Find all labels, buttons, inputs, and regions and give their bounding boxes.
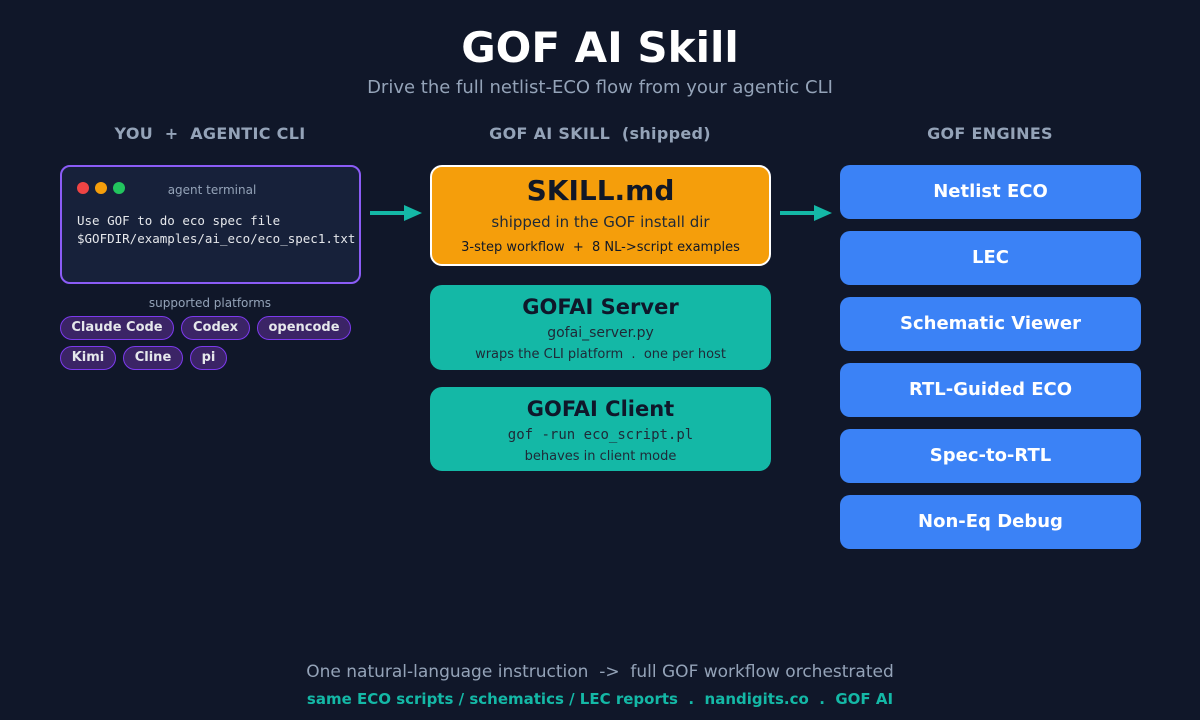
platform-pill-codex: Codex <box>181 316 250 340</box>
client-title: GOFAI Client <box>526 397 675 421</box>
page-subtitle: Drive the full netlist-ECO flow from you… <box>367 77 833 98</box>
gofai-client-box: GOFAI Client gof -run eco_script.pl beha… <box>430 387 771 471</box>
platforms-label: supported platforms <box>148 296 272 310</box>
engine-rtl-guided-eco: RTL-Guided ECO <box>840 363 1141 417</box>
engine-non-eq-debug: Non-Eq Debug <box>840 495 1141 549</box>
server-note: wraps the CLI platform . one per host <box>475 347 726 362</box>
platform-pill-claude-code: Claude Code <box>60 316 174 340</box>
terminal-title: agent terminal <box>167 183 257 197</box>
column-header-middle: GOF AI SKILL (shipped) <box>489 124 711 143</box>
platform-pill-opencode: opencode <box>257 316 351 340</box>
engine-lec: LEC <box>840 231 1141 285</box>
window-minimize-dot-icon <box>95 182 107 194</box>
skill-md-box: SKILL.md shipped in the GOF install dir … <box>430 165 771 266</box>
window-maximize-dot-icon <box>113 182 125 194</box>
gofai-server-box: GOFAI Server gofai_server.py wraps the C… <box>430 285 771 370</box>
platform-pill-cline: Cline <box>123 346 183 370</box>
platform-pill-kimi: Kimi <box>60 346 116 370</box>
arrow-right-icon <box>780 205 832 221</box>
terminal-line-2: $GOFDIR/examples/ai_eco/eco_spec1.txt <box>77 231 356 246</box>
server-file: gofai_server.py <box>547 325 654 341</box>
column-header-right: GOF ENGINES <box>927 124 1053 143</box>
client-note: behaves in client mode <box>524 449 677 464</box>
page-title: GOF AI Skill <box>461 23 739 72</box>
engine-schematic-viewer: Schematic Viewer <box>840 297 1141 351</box>
skill-details: 3-step workflow + 8 NL->script examples <box>461 240 740 255</box>
column-header-left: YOU + AGENTIC CLI <box>114 124 306 143</box>
skill-description: shipped in the GOF install dir <box>491 213 710 231</box>
client-command: gof -run eco_script.pl <box>507 427 694 443</box>
engine-netlist-eco: Netlist ECO <box>840 165 1141 219</box>
footer-links: same ECO scripts / schematics / LEC repo… <box>306 690 894 708</box>
window-close-dot-icon <box>77 182 89 194</box>
engine-spec-to-rtl: Spec-to-RTL <box>840 429 1141 483</box>
agent-terminal: agent terminal Use GOF to do eco spec fi… <box>60 165 361 284</box>
server-title: GOFAI Server <box>522 295 679 319</box>
arrow-right-icon <box>370 205 422 221</box>
platform-pill-pi: pi <box>190 346 227 370</box>
terminal-line-1: Use GOF to do eco spec file <box>77 213 281 228</box>
footer-tagline: One natural-language instruction -> full… <box>306 662 894 682</box>
skill-title: SKILL.md <box>526 174 675 207</box>
